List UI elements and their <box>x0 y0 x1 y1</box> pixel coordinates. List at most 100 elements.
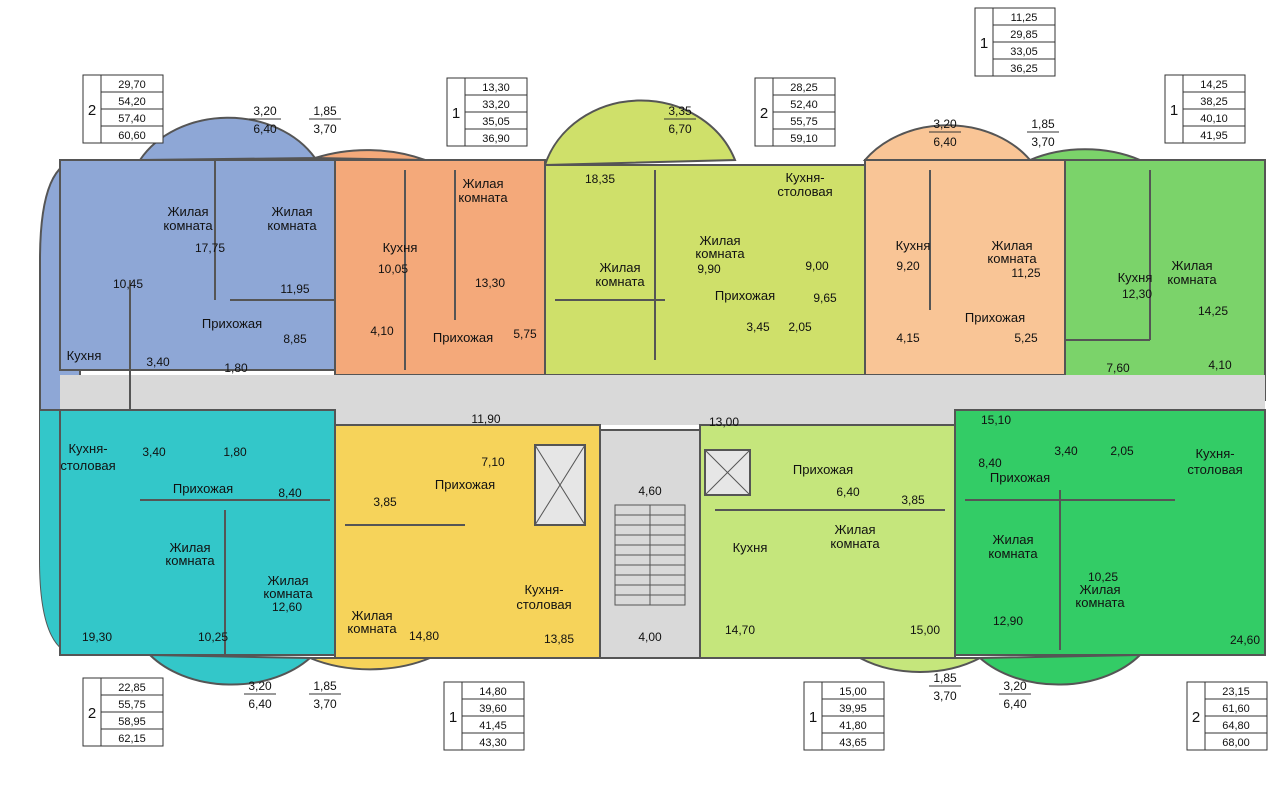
area-value: 23,15 <box>1222 686 1250 698</box>
area-value: 55,75 <box>118 699 146 711</box>
area-value: 57,40 <box>118 113 146 125</box>
area-table: 2 22,85 55,75 58,95 62,15 <box>82 677 164 747</box>
area-value: 14,80 <box>479 686 507 698</box>
room-area: 18,35 <box>585 172 615 186</box>
balcony-area: 1,85 <box>933 671 957 685</box>
room-label: столовая <box>516 597 571 612</box>
balcony-area-coef: 6,40 <box>253 122 277 136</box>
room-area: 10,05 <box>378 262 408 276</box>
room-count: 2 <box>88 705 96 722</box>
area-value: 33,05 <box>1010 46 1038 58</box>
room-label: Кухня- <box>1195 446 1234 461</box>
balcony-area: 1,85 <box>313 679 337 693</box>
apt-block-orange-right <box>864 159 1066 376</box>
room-area: 2,05 <box>788 320 812 334</box>
area-value: 13,30 <box>482 82 510 94</box>
room-area: 3,40 <box>1054 444 1078 458</box>
area-value: 41,95 <box>1200 130 1228 142</box>
room-label: комната <box>458 190 508 205</box>
room-count: 1 <box>449 709 457 726</box>
room-area: 4,00 <box>638 630 662 644</box>
room-area: 13,85 <box>544 632 574 646</box>
area-value: 61,60 <box>1222 703 1250 715</box>
balcony-area-coef: 3,70 <box>1031 135 1055 149</box>
room-label: Жилая <box>599 260 640 275</box>
room-area: 15,10 <box>981 413 1011 427</box>
area-value: 43,65 <box>839 737 867 749</box>
apt-block-cyan <box>59 409 336 656</box>
room-area: 11,95 <box>280 282 309 296</box>
room-label: Прихожая <box>173 481 233 496</box>
room-area: 17,75 <box>195 241 225 255</box>
room-label: Прихожая <box>965 310 1025 325</box>
room-area: 2,05 <box>1110 444 1134 458</box>
room-area: 10,45 <box>113 277 143 291</box>
area-value: 58,95 <box>118 716 146 728</box>
room-area: 15,00 <box>910 623 940 637</box>
balcony-bay-top-right-2 <box>1029 148 1141 161</box>
balcony-bay-top-center <box>543 99 737 167</box>
room-label: комната <box>1075 595 1125 610</box>
room-area: 7,10 <box>481 455 505 469</box>
room-label: Прихожая <box>435 477 495 492</box>
area-value: 22,85 <box>118 682 146 694</box>
room-label: Кухня <box>383 240 418 255</box>
balcony-area-coef: 3,70 <box>313 697 337 711</box>
balcony-area-coef: 3,70 <box>933 689 957 703</box>
balcony-area: 3,20 <box>1003 679 1027 693</box>
area-value: 60,60 <box>118 130 146 142</box>
room-area: 14,25 <box>1198 304 1228 318</box>
balcony-bay-top-left-2 <box>314 149 426 161</box>
balcony-bay-top-right <box>862 124 1033 161</box>
room-area: 4,15 <box>896 331 920 345</box>
balcony-bay-bottom-left-2 <box>309 657 431 671</box>
room-area: 3,45 <box>746 320 770 334</box>
room-label: Жилая <box>462 176 503 191</box>
area-value: 68,00 <box>1222 737 1250 749</box>
room-area: 12,90 <box>993 614 1023 628</box>
room-area: 4,10 <box>1208 358 1232 372</box>
room-count: 2 <box>1192 709 1200 726</box>
room-label: Жилая <box>271 204 312 219</box>
area-value: 35,05 <box>482 116 510 128</box>
room-label: столовая <box>60 458 115 473</box>
balcony-area-coef: 3,70 <box>313 122 337 136</box>
room-label: Жилая <box>834 522 875 537</box>
area-value: 62,15 <box>118 733 146 745</box>
room-area: 1,80 <box>223 445 247 459</box>
room-area: 14,80 <box>409 629 439 643</box>
area-value: 43,30 <box>479 737 507 749</box>
room-label: Жилая <box>1171 258 1212 273</box>
room-label: комната <box>263 586 313 601</box>
area-value: 36,90 <box>482 133 510 145</box>
room-label: комната <box>1167 272 1217 287</box>
area-value: 40,10 <box>1200 113 1228 125</box>
balcony-bay-bottom-right <box>859 657 981 673</box>
room-count: 2 <box>88 102 96 119</box>
balcony-area-coef: 6,40 <box>1003 697 1027 711</box>
room-area: 14,70 <box>725 623 755 637</box>
room-area: 13,30 <box>475 276 505 290</box>
area-value: 55,75 <box>790 116 818 128</box>
room-area: 11,25 <box>1011 266 1040 280</box>
room-label: комната <box>347 621 397 636</box>
room-count: 1 <box>1170 102 1178 119</box>
room-label: комната <box>165 553 215 568</box>
room-label: Прихожая <box>202 316 262 331</box>
stairs <box>614 504 686 606</box>
room-count: 1 <box>452 105 460 122</box>
room-count: 1 <box>809 709 817 726</box>
room-area: 3,40 <box>146 355 170 369</box>
area-value: 54,20 <box>118 96 146 108</box>
room-area: 5,75 <box>513 327 537 341</box>
room-label: Прихожая <box>433 330 493 345</box>
balcony-area: 3,20 <box>933 117 957 131</box>
room-label: столовая <box>1187 462 1242 477</box>
room-count: 2 <box>760 105 768 122</box>
